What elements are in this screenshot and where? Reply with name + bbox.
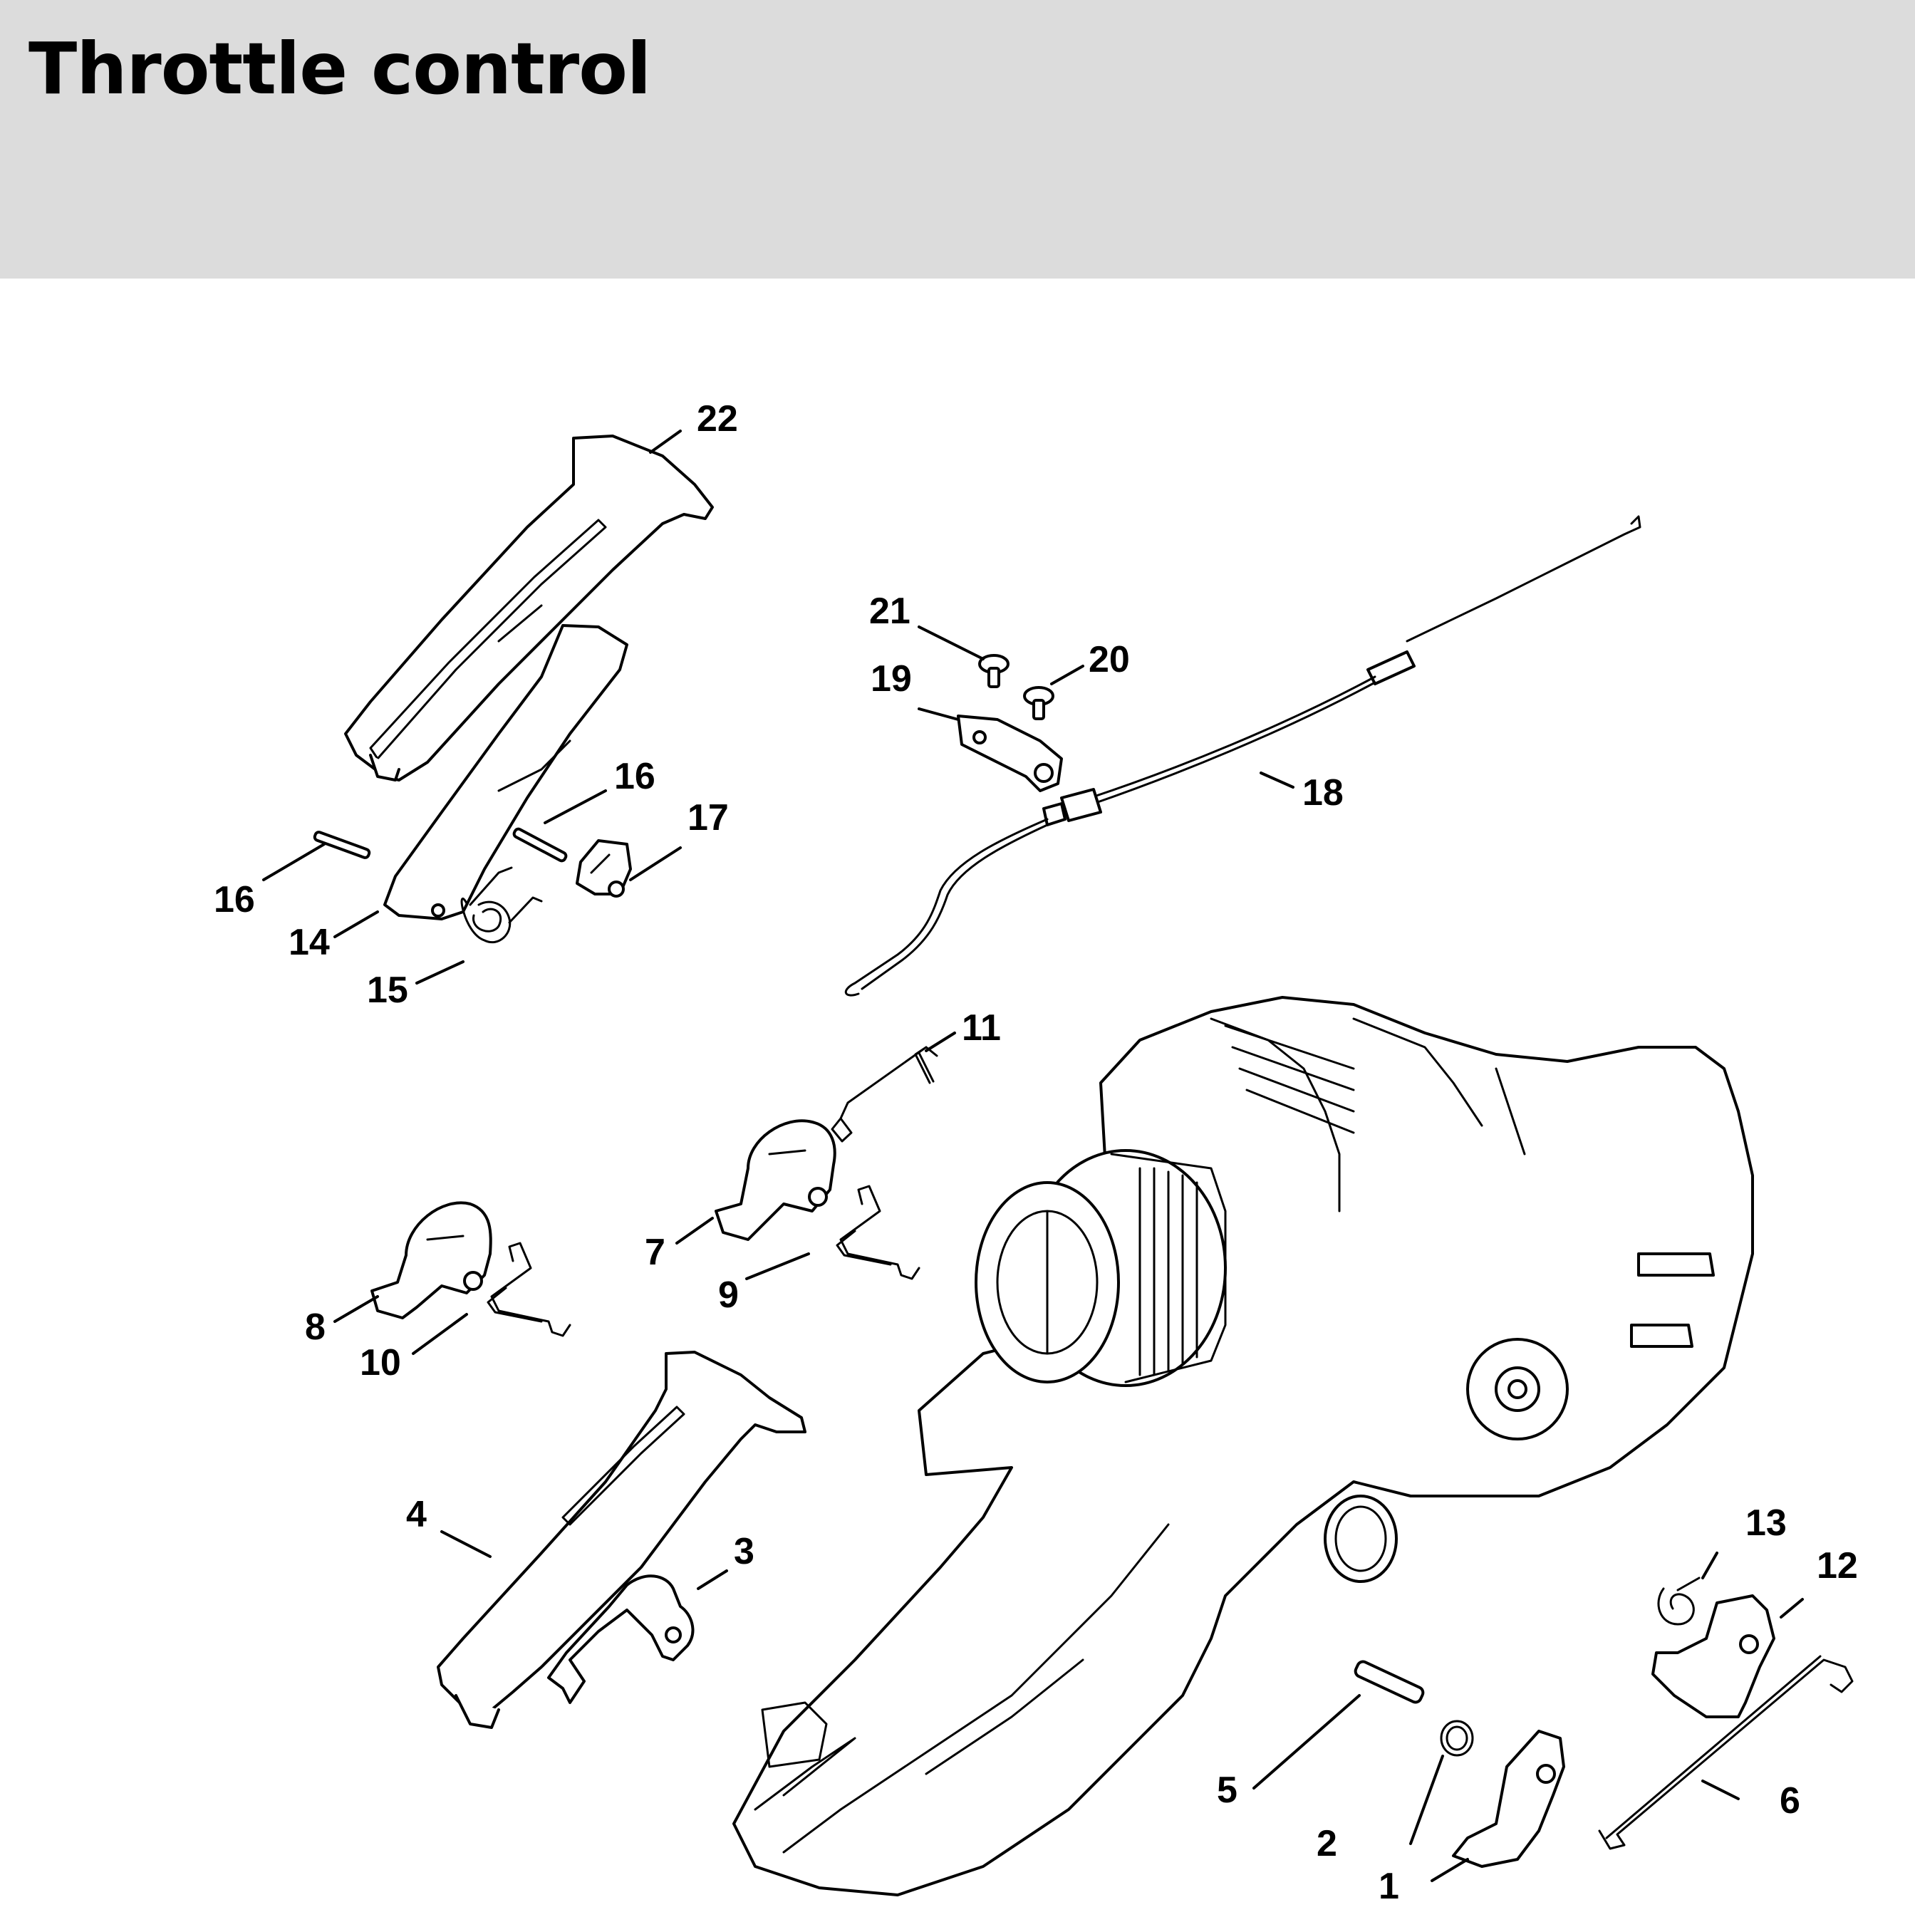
spring-part-13 [1657, 1577, 1701, 1626]
callout-14: 14 [289, 922, 330, 963]
throttle-cable-part [845, 515, 1641, 997]
callout-16-right: 16 [614, 756, 655, 797]
callout-9: 9 [718, 1274, 739, 1316]
callout-17: 17 [687, 797, 729, 838]
throttle-trigger-part [383, 624, 628, 920]
callout-22: 22 [697, 398, 738, 440]
leader-lines [262, 430, 1804, 1882]
rear-handle-part [437, 1351, 806, 1729]
callout-10: 10 [360, 1342, 401, 1383]
callout-5: 5 [1217, 1770, 1237, 1811]
clip-part [576, 839, 632, 898]
callout-21: 21 [869, 591, 910, 632]
pin-part-a [313, 831, 371, 859]
parts-diagram: 22 21 20 19 18 16 17 16 14 15 11 7 9 8 1… [214, 398, 1858, 1907]
screw-part-20 [1023, 686, 1054, 720]
callout-8: 8 [305, 1307, 326, 1348]
callout-19: 19 [871, 658, 912, 700]
torsion-spring-part [460, 866, 543, 944]
interlock-lever-part-8 [370, 1201, 492, 1319]
screw-part-21 [978, 654, 1010, 688]
lever-part-1 [1452, 1730, 1565, 1868]
lever-part [957, 715, 1063, 792]
callout-7: 7 [645, 1232, 665, 1273]
callout-labels: 22 21 20 19 18 16 17 16 14 15 11 7 9 8 1… [214, 398, 1858, 1907]
chainsaw-housing [732, 996, 1754, 1896]
air-filter [975, 1149, 1227, 1387]
callout-20: 20 [1089, 639, 1130, 680]
callout-12: 12 [1817, 1545, 1858, 1586]
lock-lever-part-12 [1651, 1594, 1775, 1718]
callout-18: 18 [1302, 772, 1344, 814]
callout-1: 1 [1379, 1866, 1399, 1907]
page-title: Throttle control [28, 27, 651, 110]
wire-link-part [831, 1046, 938, 1143]
callout-2: 2 [1317, 1823, 1337, 1864]
interlock-lever-part-7 [715, 1119, 836, 1241]
callout-13: 13 [1745, 1502, 1787, 1544]
lower-trigger-part [547, 1574, 695, 1704]
spring-part-2 [1440, 1720, 1474, 1757]
callout-16-left: 16 [214, 879, 255, 920]
wire-rod-part-6 [1598, 1655, 1854, 1850]
pin-part-5 [1354, 1660, 1425, 1704]
pin-part-b [512, 827, 568, 863]
leaf-spring-part-10 [487, 1242, 571, 1337]
callout-4: 4 [406, 1494, 427, 1535]
callout-15: 15 [367, 970, 408, 1011]
callout-6: 6 [1780, 1780, 1800, 1822]
header-bar: Throttle control [0, 0, 1915, 279]
handle-cover-part [344, 435, 714, 781]
leaf-spring-part-9 [836, 1185, 920, 1280]
callout-11: 11 [962, 1007, 1001, 1049]
callout-3: 3 [734, 1531, 754, 1572]
